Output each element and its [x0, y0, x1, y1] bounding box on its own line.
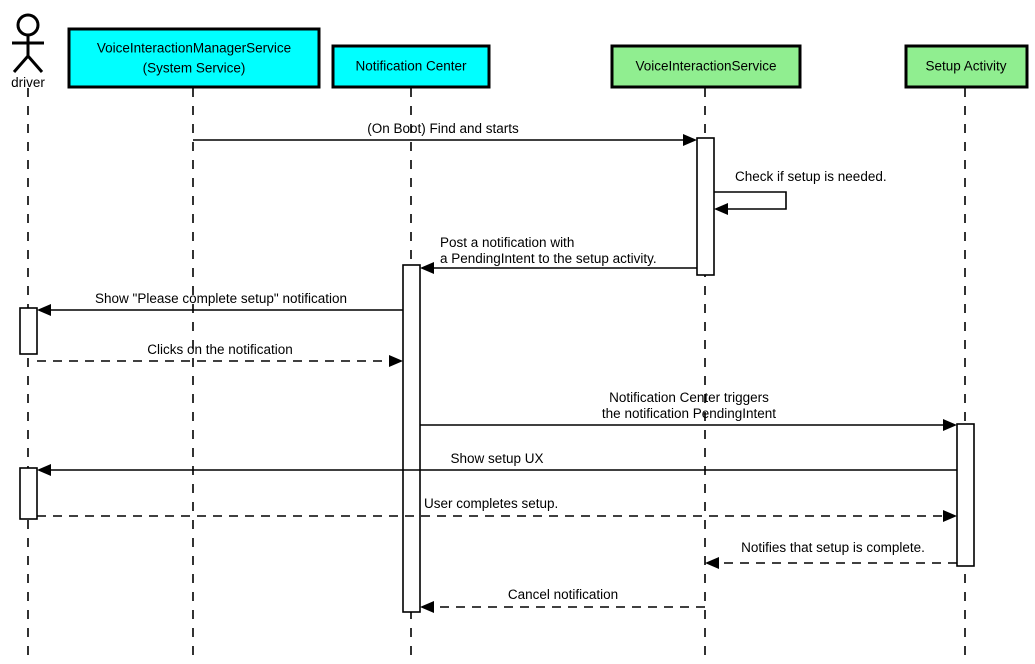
participant-voiceinteractionservice-label: VoiceInteractionService — [635, 59, 776, 74]
participant-head-boxes: driver VoiceInteractionManagerService (S… — [11, 13, 1029, 90]
message-show-please-complete-setup-notification: Show "Please complete setup" notificatio… — [37, 291, 403, 316]
message-user-completes-setup: User completes setup. — [37, 496, 957, 522]
message-cancel-notification: Cancel notification — [420, 587, 705, 613]
participant-notification-center-box[interactable] — [331, 44, 491, 89]
message-label: User completes setup. — [424, 496, 558, 511]
actor-leg-left-icon — [12, 55, 30, 73]
participant-setup-activity[interactable]: Setup Activity — [904, 44, 1029, 89]
arrowhead-left-icon — [37, 304, 51, 316]
participant-vims-label-line1: VoiceInteractionManagerService — [97, 41, 291, 56]
message-label: Check if setup is needed. — [735, 169, 887, 184]
message-label: Show "Please complete setup" notificatio… — [95, 291, 347, 306]
arrowhead-right-icon — [389, 355, 403, 367]
arrowhead-right-icon — [943, 419, 957, 431]
participant-setup-activity-label: Setup Activity — [925, 59, 1006, 74]
arrowhead-left-icon — [714, 203, 728, 215]
message-label: Notifies that setup is complete. — [741, 540, 925, 555]
participant-notification-center-label: Notification Center — [355, 59, 467, 74]
actor-leg-right-icon — [26, 55, 44, 73]
arrowhead-left-icon — [420, 601, 434, 613]
participant-vims-box[interactable] — [67, 27, 321, 89]
message-label: Clicks on the notification — [147, 342, 293, 357]
message-self-loop-line — [714, 191, 787, 210]
participant-setup-activity-box[interactable] — [904, 44, 1029, 89]
arrowhead-right-icon — [943, 510, 957, 522]
participant-notification-center[interactable]: Notification Center — [331, 44, 491, 89]
activation-bar-notification-center — [402, 264, 421, 613]
message-show-setup-ux: Show setup UX — [37, 451, 957, 476]
message-label-line2: the notification PendingIntent — [602, 406, 776, 421]
message-label: (On Boot) Find and starts — [367, 121, 519, 136]
message-post-a-notification: Post a notification with a PendingIntent… — [420, 235, 697, 274]
participant-vims[interactable]: VoiceInteractionManagerService (System S… — [67, 27, 321, 89]
message-label: Cancel notification — [508, 587, 618, 602]
message-notification-center-triggers-pendingintent: Notification Center triggers the notific… — [420, 390, 957, 431]
message-label-line1: Post a notification with — [440, 235, 574, 250]
activation-bar-driver-1 — [19, 307, 38, 355]
message-clicks-on-the-notification: Clicks on the notification — [37, 342, 403, 367]
participant-voiceinteractionservice[interactable]: VoiceInteractionService — [610, 44, 802, 89]
arrowhead-left-icon — [705, 557, 719, 569]
arrowhead-right-icon — [683, 134, 697, 146]
actor-driver[interactable]: driver — [11, 13, 45, 90]
arrowhead-left-icon — [420, 262, 434, 274]
message-label-line2: a PendingIntent to the setup activity. — [440, 251, 657, 266]
participant-voiceinteractionservice-box[interactable] — [610, 44, 802, 89]
activation-bar-driver-2 — [19, 467, 38, 520]
activation-bar-voiceinteractionservice — [696, 137, 715, 276]
actor-driver-label: driver — [11, 75, 45, 90]
message-notifies-that-setup-is-complete: Notifies that setup is complete. — [705, 540, 957, 569]
participant-vims-label-line2: (System Service) — [143, 61, 246, 76]
arrowhead-left-icon — [37, 464, 51, 476]
message-check-if-setup-is-needed: Check if setup is needed. — [714, 169, 887, 215]
message-label-line1: Notification Center triggers — [609, 390, 769, 405]
activation-bar-setup-activity — [956, 423, 975, 567]
message-on-boot-find-and-starts: (On Boot) Find and starts — [193, 121, 697, 146]
actor-head-icon — [16, 13, 40, 37]
activation-bars-group — [19, 137, 975, 613]
message-label: Show setup UX — [450, 451, 543, 466]
